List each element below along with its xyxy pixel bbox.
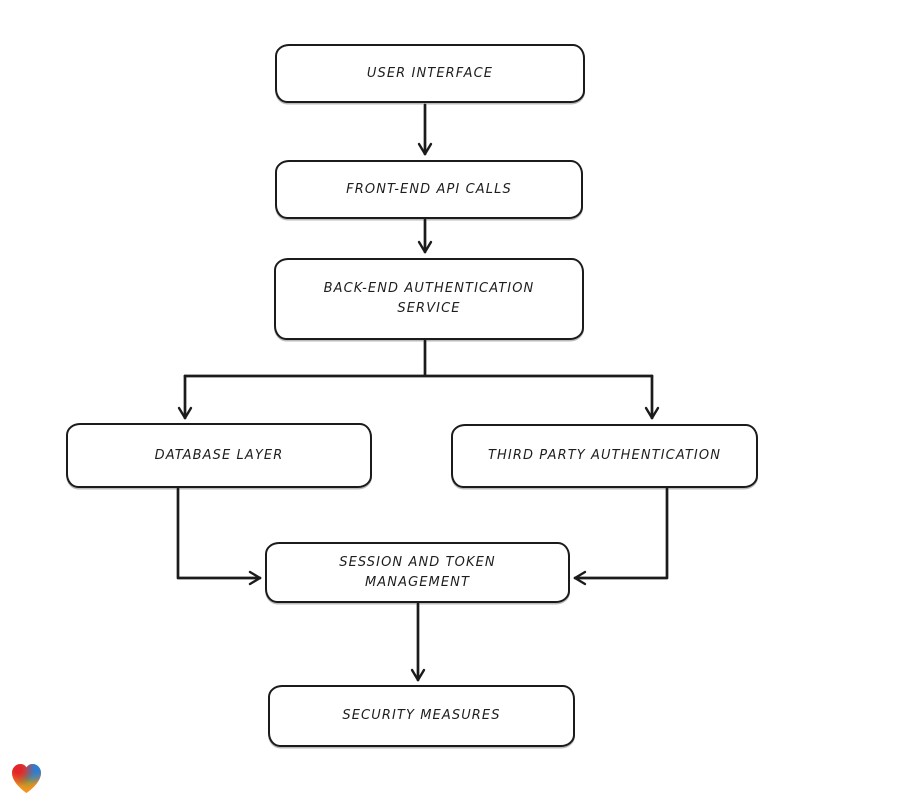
node-label: THIRD PARTY AUTHENTICATION — [487, 448, 722, 463]
node-third-party-authentication: THIRD PARTY AUTHENTICATION — [451, 424, 758, 488]
node-user-interface: USER INTERFACE — [275, 44, 585, 103]
node-database-layer: DATABASE LAYER — [66, 423, 372, 488]
node-session-and-token-management: SESSION AND TOKEN MANAGEMENT — [265, 542, 570, 603]
node-label: SESSION AND TOKEN MANAGEMENT — [339, 554, 496, 590]
node-front-end-api-calls: FRONT-END API CALLS — [275, 160, 583, 219]
connector-database-to-session — [176, 487, 262, 586]
node-label: USER INTERFACE — [366, 65, 494, 81]
node-back-end-authentication-service: BACK-END AUTHENTICATION SERVICE — [274, 258, 584, 340]
node-security-measures: SECURITY MEASURES — [268, 685, 575, 747]
connector-thirdparty-to-session — [573, 487, 669, 586]
node-label: DATABASE LAYER — [154, 447, 284, 463]
node-label: SECURITY MEASURES — [342, 708, 501, 723]
connector-backend-split-rail — [183, 339, 654, 378]
gradient-heart-logo-icon — [10, 763, 43, 795]
node-label: FRONT-END API CALLS — [346, 181, 512, 197]
node-label: BACK-END AUTHENTICATION SERVICE — [323, 281, 535, 316]
